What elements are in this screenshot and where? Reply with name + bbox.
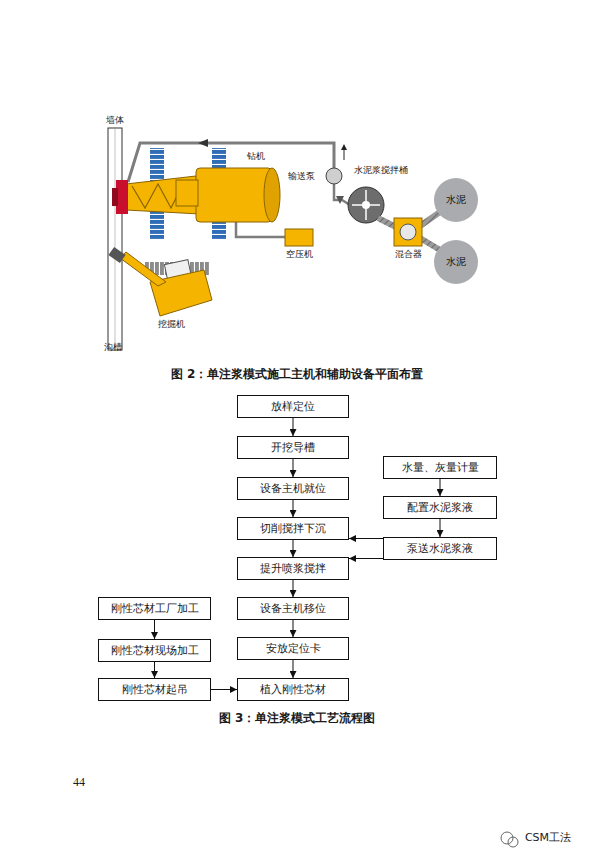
process-box: 刚性芯材工厂加工 [98, 597, 211, 620]
node-text: 提升喷浆搅拌 [260, 561, 326, 576]
process-box: 安放定位卡 [237, 637, 349, 660]
process-box: 配置水泥浆液 [383, 496, 497, 519]
flow-arrow [349, 538, 383, 539]
wall [108, 128, 122, 350]
node-text: 泵送水泥浆液 [407, 541, 473, 556]
cement-silo: 水泥 [434, 240, 478, 284]
page-number: 44 [73, 776, 85, 789]
process-box: 刚性芯材起吊 [98, 678, 211, 701]
process-box: 切削搅拌下沉 [237, 517, 349, 540]
node-text: 配置水泥浆液 [407, 500, 473, 515]
flow-arrow [154, 662, 155, 678]
air-compressor [285, 229, 313, 246]
process-box: 刚性芯材现场加工 [98, 639, 211, 662]
node-text: 水量、灰量计量 [402, 460, 479, 475]
node-text: 水泥 [446, 193, 466, 207]
drill-rig [112, 148, 280, 240]
flow-arrow [293, 540, 294, 557]
pump [326, 168, 342, 184]
figure-caption: 图 2：单注浆模式施工主机和辅助设备平面布置 [171, 368, 424, 381]
node-text: 切削搅拌下沉 [260, 521, 326, 536]
node-text: 开挖导槽 [271, 440, 315, 455]
node-text: 设备主机移位 [260, 601, 326, 616]
flow-arrow [293, 500, 294, 517]
process-box: 水量、灰量计量 [383, 456, 497, 479]
flow-arrow [154, 620, 155, 639]
node-text: 放样定位 [271, 399, 315, 414]
process-box: 放样定位 [237, 395, 349, 418]
process-box: 植入刚性芯材 [237, 678, 349, 701]
air-hose [236, 222, 285, 237]
flow-arrow [293, 580, 294, 597]
flow-arrow [349, 558, 383, 559]
node-text: 水泥 [446, 255, 466, 269]
flow-arrow [211, 689, 237, 690]
process-box: 设备主机移位 [237, 597, 349, 620]
node-text: 刚性芯材工厂加工 [111, 601, 199, 616]
part-label: 空压机 [286, 250, 313, 260]
process-box: 设备主机就位 [237, 477, 349, 500]
watermark: CSM工法 [525, 832, 571, 844]
part-label: 墙体 [106, 116, 124, 126]
cement-silo: 水泥 [434, 178, 478, 222]
flow-arrow [293, 660, 294, 678]
flow-arrow [293, 418, 294, 436]
part-label: 沟槽 [104, 343, 122, 353]
excavator [108, 247, 212, 316]
node-text: 安放定位卡 [266, 641, 321, 656]
process-box: 提升喷浆搅拌 [237, 557, 349, 580]
part-label: 水泥浆搅拌桶 [354, 166, 408, 176]
flow-arrow [440, 519, 441, 537]
flow-arrow [440, 479, 441, 496]
process-box: 泵送水泥浆液 [383, 537, 497, 560]
part-label: 挖掘机 [158, 320, 185, 330]
watermark-icon [501, 832, 518, 847]
part-label: 钻机 [247, 152, 265, 162]
part-label: 混合器 [395, 250, 422, 260]
flow-arrow [293, 620, 294, 637]
screw-conveyor [378, 212, 440, 250]
node-text: 设备主机就位 [260, 481, 326, 496]
flow-arrow [293, 459, 294, 477]
node-text: 植入刚性芯材 [260, 682, 326, 697]
node-text: 刚性芯材起吊 [122, 682, 188, 697]
part-label: 输送泵 [288, 172, 315, 182]
process-box: 开挖导槽 [237, 436, 349, 459]
mixer [394, 218, 422, 246]
node-text: 刚性芯材现场加工 [111, 643, 199, 658]
figure-caption: 图 3：单注浆模式工艺流程图 [219, 712, 376, 725]
